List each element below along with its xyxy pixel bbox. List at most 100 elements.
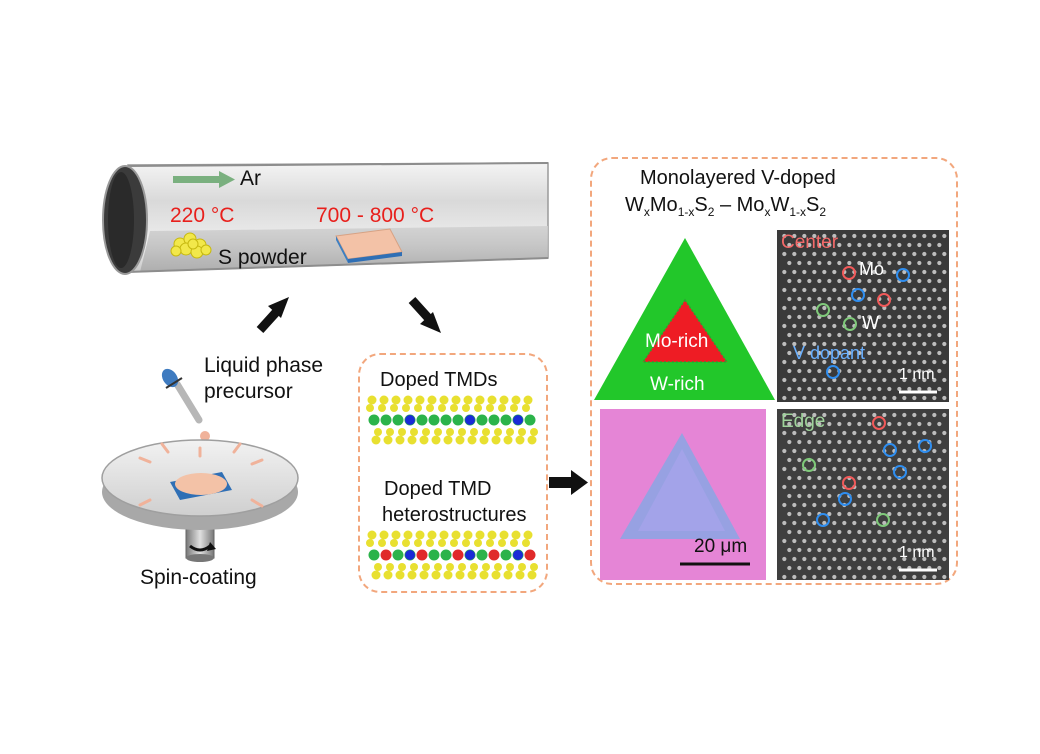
stem-atom (912, 574, 917, 580)
stem-atom (902, 448, 907, 454)
stem-atom (847, 368, 852, 374)
stem-atom (822, 359, 827, 365)
stem-atom (912, 484, 917, 490)
stem-atom (812, 395, 817, 401)
stem-atom (837, 332, 842, 338)
stem-atom (797, 314, 802, 320)
stem-atom (897, 421, 902, 427)
sulfur-atom (499, 395, 509, 405)
stem-atom (822, 520, 827, 526)
sulfur-atom (366, 404, 374, 412)
stem-atom (922, 305, 927, 311)
stem-atom (802, 448, 807, 454)
stem-atom (787, 511, 792, 517)
stem-atom (792, 269, 797, 275)
stem-atom (887, 421, 892, 427)
sulfur-atom (450, 404, 458, 412)
stem-atom (907, 439, 912, 445)
stem-atom (872, 502, 877, 508)
stem-atom (912, 341, 917, 347)
stem-atom (867, 475, 872, 481)
stem-atom (782, 395, 787, 401)
stem-atom (787, 439, 792, 445)
stem-atom (792, 430, 797, 436)
stem-atom (817, 565, 822, 571)
sulfur-atom (371, 435, 381, 445)
stem-atom (937, 529, 942, 535)
stem-atom (802, 269, 807, 275)
stem-atom (852, 448, 857, 454)
stem-atom (857, 260, 862, 266)
stem-atom (857, 386, 862, 392)
metal-atom (476, 414, 488, 426)
stem-atom (882, 430, 887, 436)
stem-atom (942, 574, 947, 580)
stem-atom (797, 421, 802, 427)
stem-atom (882, 287, 887, 293)
stem-atom (862, 251, 867, 257)
stem-atom (812, 359, 817, 365)
stem-atom (937, 475, 942, 481)
formula-sub-1x-2: 1-x (789, 205, 806, 219)
stem-atom (922, 395, 927, 401)
stem-atom (922, 574, 927, 580)
sulfur-atom (506, 563, 514, 571)
sulfur-atom (383, 435, 393, 445)
sulfur-atom (439, 530, 449, 540)
stem-atom (877, 547, 882, 553)
stem-atom (817, 439, 822, 445)
stem-atom (892, 484, 897, 490)
stem-atom (932, 341, 937, 347)
stem-atom (802, 305, 807, 311)
sulfur-atom (374, 563, 382, 571)
sulfur-atom (486, 539, 494, 547)
stem-atom (937, 439, 942, 445)
left-temperature: 220 °C (170, 204, 235, 227)
formula-w: W (625, 194, 644, 216)
stem-atom (842, 448, 847, 454)
stem-atom (852, 556, 857, 562)
stem-atom (787, 278, 792, 284)
stem-atom (782, 233, 787, 239)
stem-atom (927, 350, 932, 356)
stem-atom (852, 251, 857, 257)
sulfur-atom (498, 539, 506, 547)
sulfur-atom (487, 530, 497, 540)
sulfur-atom (410, 563, 418, 571)
stem-atom (892, 377, 897, 383)
result-formula: WxMo1-xS2 – MoxW1-xS2 (625, 194, 826, 219)
stem-atom (827, 421, 832, 427)
stem-atom (922, 287, 927, 293)
stem-atom (782, 251, 787, 257)
precursor-label-line2: precursor (204, 380, 293, 403)
stem-atom (857, 457, 862, 463)
sulfur-atom (494, 428, 502, 436)
stem-atom (822, 233, 827, 239)
stem-atom (937, 386, 942, 392)
stem-atom (917, 493, 922, 499)
stem-atom (872, 359, 877, 365)
stem-atom (892, 430, 897, 436)
stem-atom (912, 430, 917, 436)
sulfur-atom (395, 435, 405, 445)
stem-atom (842, 466, 847, 472)
sulfur-atom (367, 395, 377, 405)
sulfur-atom (407, 570, 417, 580)
stem-atom (837, 565, 842, 571)
stem-atom (912, 287, 917, 293)
metal-atom (368, 414, 380, 426)
stem-atom (942, 484, 947, 490)
stem-atom (832, 502, 837, 508)
sulfur-atom (487, 395, 497, 405)
mo-rich-label: Mo-rich (645, 331, 709, 352)
stem-atom (797, 296, 802, 302)
stem-atom (927, 475, 932, 481)
stem-atom (867, 421, 872, 427)
sulfur-atom (458, 563, 466, 571)
stem-atom (872, 305, 877, 311)
stem-atom (892, 395, 897, 401)
stem-atom (812, 520, 817, 526)
stem-atom (902, 269, 907, 275)
pipette-icon (161, 368, 210, 441)
stem-atom (787, 314, 792, 320)
